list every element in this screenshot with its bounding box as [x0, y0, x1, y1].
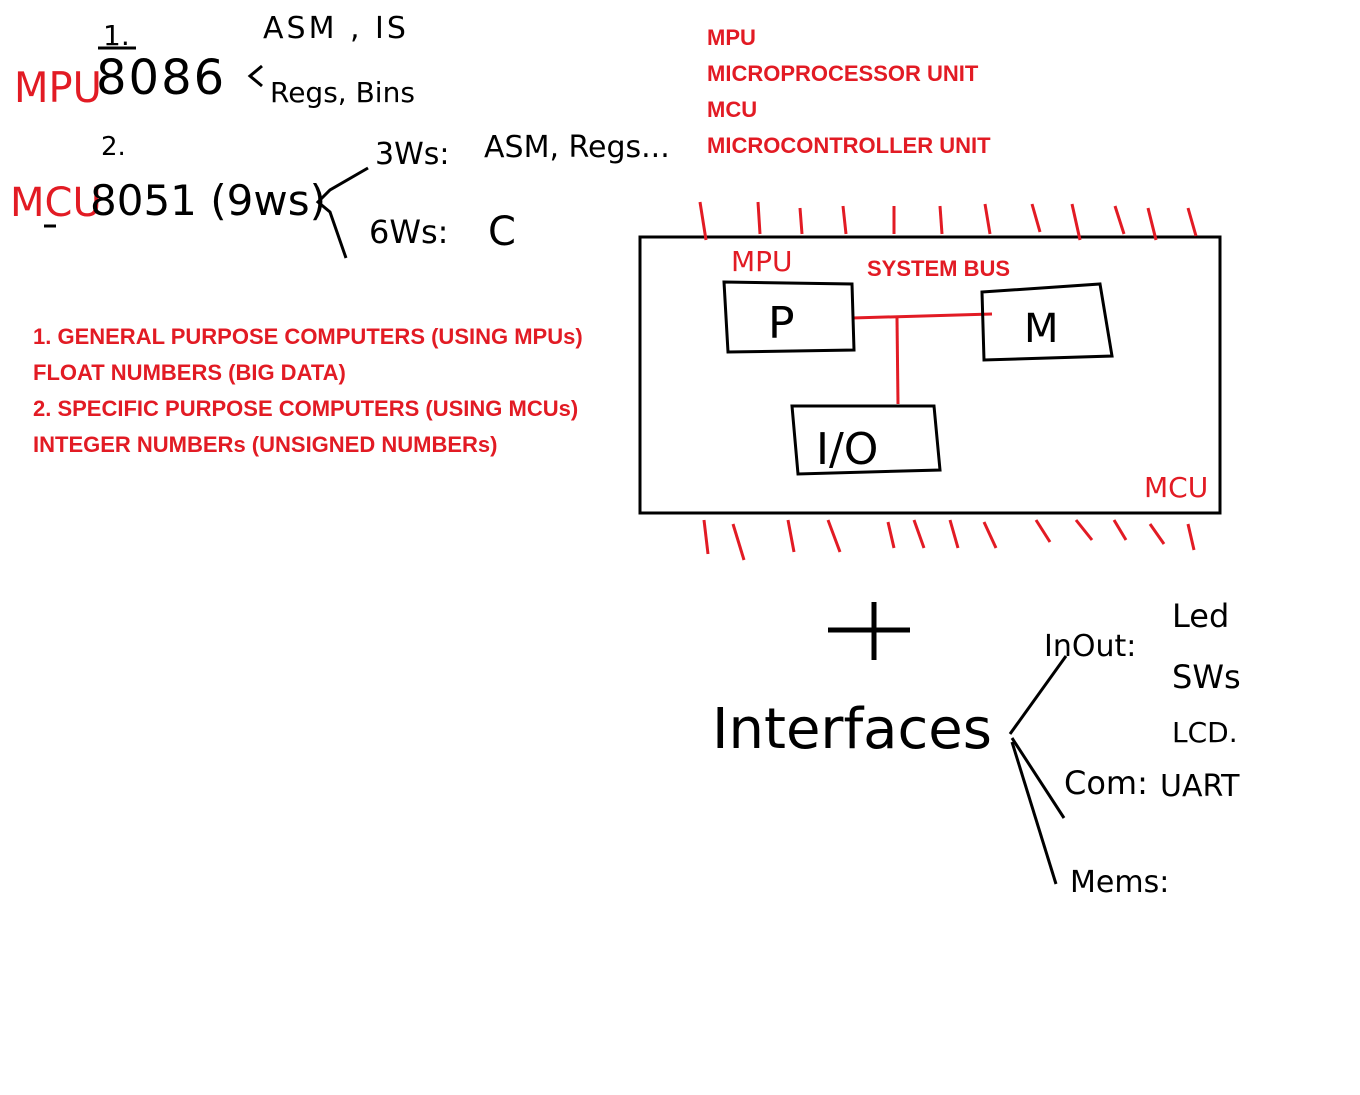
bus-horizontal: [851, 312, 993, 320]
pin: [1030, 203, 1042, 233]
item1-bottom-note: Regs, Bins: [270, 76, 415, 109]
branch-com: [1010, 737, 1066, 819]
branch-mems: [1010, 741, 1058, 885]
mcu-tag: MCU: [1144, 471, 1208, 504]
glossary-line: MICROPROCESSOR UNIT: [707, 61, 979, 86]
pin: [912, 519, 926, 549]
processor-label: P: [768, 298, 795, 349]
purpose-notes: 1. GENERAL PURPOSE COMPUTERS (USING MPUs…: [33, 319, 583, 463]
mcu-chip-outline: [638, 235, 1222, 515]
pin: [698, 201, 708, 241]
note-line: 2. SPECIFIC PURPOSE COMPUTERS (USING MCU…: [33, 396, 579, 421]
mcu-bottom-pins: [702, 519, 1196, 561]
pin: [756, 201, 762, 235]
pin: [1113, 205, 1126, 235]
pin: [938, 205, 944, 235]
pin: [982, 521, 998, 549]
item1-group: 1. MPU 8086 ASM , IS Regs, Bins: [14, 11, 415, 112]
pin: [826, 519, 842, 553]
glossary-list: MPU MICROPROCESSOR UNIT MCU MICROCONTROL…: [707, 20, 991, 164]
io-label: I/O: [816, 424, 878, 475]
pin: [1112, 519, 1128, 541]
item2-group: 2. MCU 8051 (9ws) 3Ws: ASM, Regs... 6Ws:…: [10, 130, 670, 259]
item2-b-value: C: [488, 209, 516, 255]
pin: [1146, 207, 1158, 241]
item2-a-value: ASM, Regs...: [484, 130, 670, 165]
item2-number: 2.: [101, 132, 126, 162]
interfaces-label: Interfaces: [712, 697, 992, 762]
bus-vertical: [895, 317, 900, 405]
com-value: UART: [1160, 769, 1240, 804]
item1-chip: 8086: [96, 50, 226, 106]
interfaces-group: Interfaces InOut: Led SWs LCD. Com: UART…: [712, 597, 1241, 900]
pin: [1074, 519, 1094, 541]
memory-label: M: [1024, 306, 1059, 352]
pin: [731, 523, 746, 561]
pin: [1186, 207, 1198, 237]
pin: [1034, 519, 1052, 543]
mpu-tag: MPU: [731, 245, 793, 278]
mcu-diagram: P M I/O MPU MCU: [638, 201, 1222, 561]
inout-item-switches: SWs: [1172, 658, 1241, 696]
com-label: Com:: [1064, 764, 1148, 802]
item1-brace: [247, 64, 263, 88]
glossary-line: MPU: [707, 25, 756, 50]
item1-tag: MPU: [14, 63, 102, 112]
pin: [702, 519, 710, 555]
pin: [948, 519, 960, 549]
pin: [886, 521, 896, 549]
branch-inout: [1008, 655, 1068, 735]
pin: [1186, 523, 1196, 551]
pin: [1148, 523, 1166, 545]
system-bus-lines: [851, 312, 993, 405]
glossary-line: MICROCONTROLLER UNIT: [707, 133, 991, 158]
glossary-line: MCU: [707, 97, 758, 122]
note-line: FLOAT NUMBERS (BIG DATA): [33, 360, 346, 385]
pin: [841, 205, 848, 235]
item2-brace: [315, 166, 369, 259]
item1-top-note: ASM , IS: [263, 11, 409, 46]
note-line: 1. GENERAL PURPOSE COMPUTERS (USING MPUs…: [33, 324, 583, 349]
item2-tag: MCU: [10, 180, 102, 226]
plus-sign: [828, 602, 910, 660]
processor-block: [722, 280, 856, 354]
pin: [1070, 203, 1082, 241]
memory-block: [980, 282, 1114, 362]
mems-label: Mems:: [1070, 865, 1169, 900]
pin: [786, 519, 796, 553]
system-bus-label: SYSTEM BUS: [867, 256, 1011, 281]
inout-item-led: Led: [1172, 597, 1229, 635]
inout-label: InOut:: [1044, 629, 1136, 664]
pin: [798, 207, 804, 235]
item2-a-label: 3Ws:: [375, 137, 450, 172]
io-block: [790, 404, 942, 476]
item2-b-label: 6Ws:: [369, 213, 448, 251]
pin: [983, 203, 992, 235]
item2-chip: 8051 (9ws): [90, 176, 326, 225]
mcu-top-pins: [698, 201, 1198, 241]
inout-item-lcd: LCD.: [1172, 716, 1238, 749]
note-line: INTEGER NUMBERs (UNSIGNED NUMBERs): [33, 432, 498, 457]
